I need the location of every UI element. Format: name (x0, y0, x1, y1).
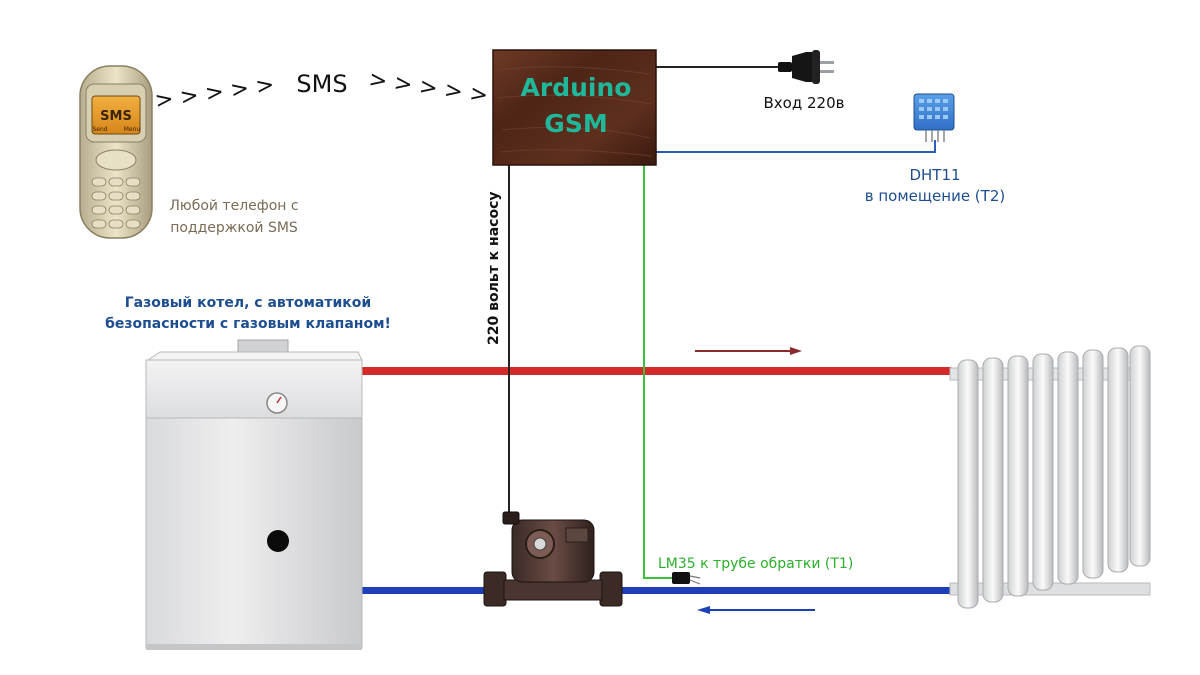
sms-arrows-right: > > > > > (367, 67, 489, 108)
lm35-sensor-icon (672, 572, 701, 585)
boiler-caption-line2: безопасности с газовым клапаном! (105, 316, 391, 332)
supply-flow-arrow (695, 347, 802, 355)
phone-nav-key (95, 149, 137, 171)
mobile-phone: SMS Send Menu (79, 65, 153, 239)
phone-softkey-left: Send (92, 126, 107, 133)
return-pipe-left (358, 587, 488, 594)
return-pipe-right (620, 587, 952, 594)
radiator-fin (1129, 345, 1151, 567)
gas-boiler (145, 339, 363, 650)
boiler-igniter-hole (267, 530, 289, 552)
radiator-fin (1007, 355, 1029, 597)
dht11-label-line1: DHT11 (909, 166, 960, 184)
arduino-gsm-controller: Arduino GSM (492, 49, 657, 166)
radiator-fin (1057, 351, 1079, 585)
lm35-sensor-wire (643, 165, 672, 579)
lm35-label: LM35 к трубе обратки (T1) (658, 556, 853, 572)
radiator-fin (982, 357, 1004, 603)
power-input-label: Вход 220в (764, 94, 845, 112)
phone-keypad (91, 177, 141, 229)
phone-softkey-right: Menu (124, 126, 141, 133)
dht11-label-line2: в помещение (T2) (865, 187, 1005, 205)
return-flow-arrow (697, 606, 815, 614)
phone-caption-line1: Любой телефон с (169, 198, 298, 214)
radiator (949, 345, 1151, 609)
phone-caption-line2: поддержкой SMS (170, 220, 298, 236)
dht11-wire (655, 140, 936, 153)
pump-cable-label: 220 вольт к насосу (486, 191, 502, 345)
sms-label: SMS (296, 70, 347, 98)
radiator-fin (957, 359, 979, 609)
power-plug-icon (778, 50, 834, 84)
phone-screen-text: SMS (100, 109, 132, 124)
dht11-sensor-icon (913, 93, 955, 142)
radiator-fin (1082, 349, 1104, 579)
controller-title-line1: Arduino (521, 73, 632, 102)
circulation-pump (483, 511, 623, 607)
boiler-caption-line1: Газовый котел, с автоматикой (125, 295, 371, 311)
radiator-fin (1032, 353, 1054, 591)
radiator-fin (1107, 347, 1129, 573)
supply-pipe (360, 367, 952, 375)
controller-title-line2: GSM (544, 109, 607, 138)
sms-arrows-left: > > > > > (153, 72, 275, 113)
